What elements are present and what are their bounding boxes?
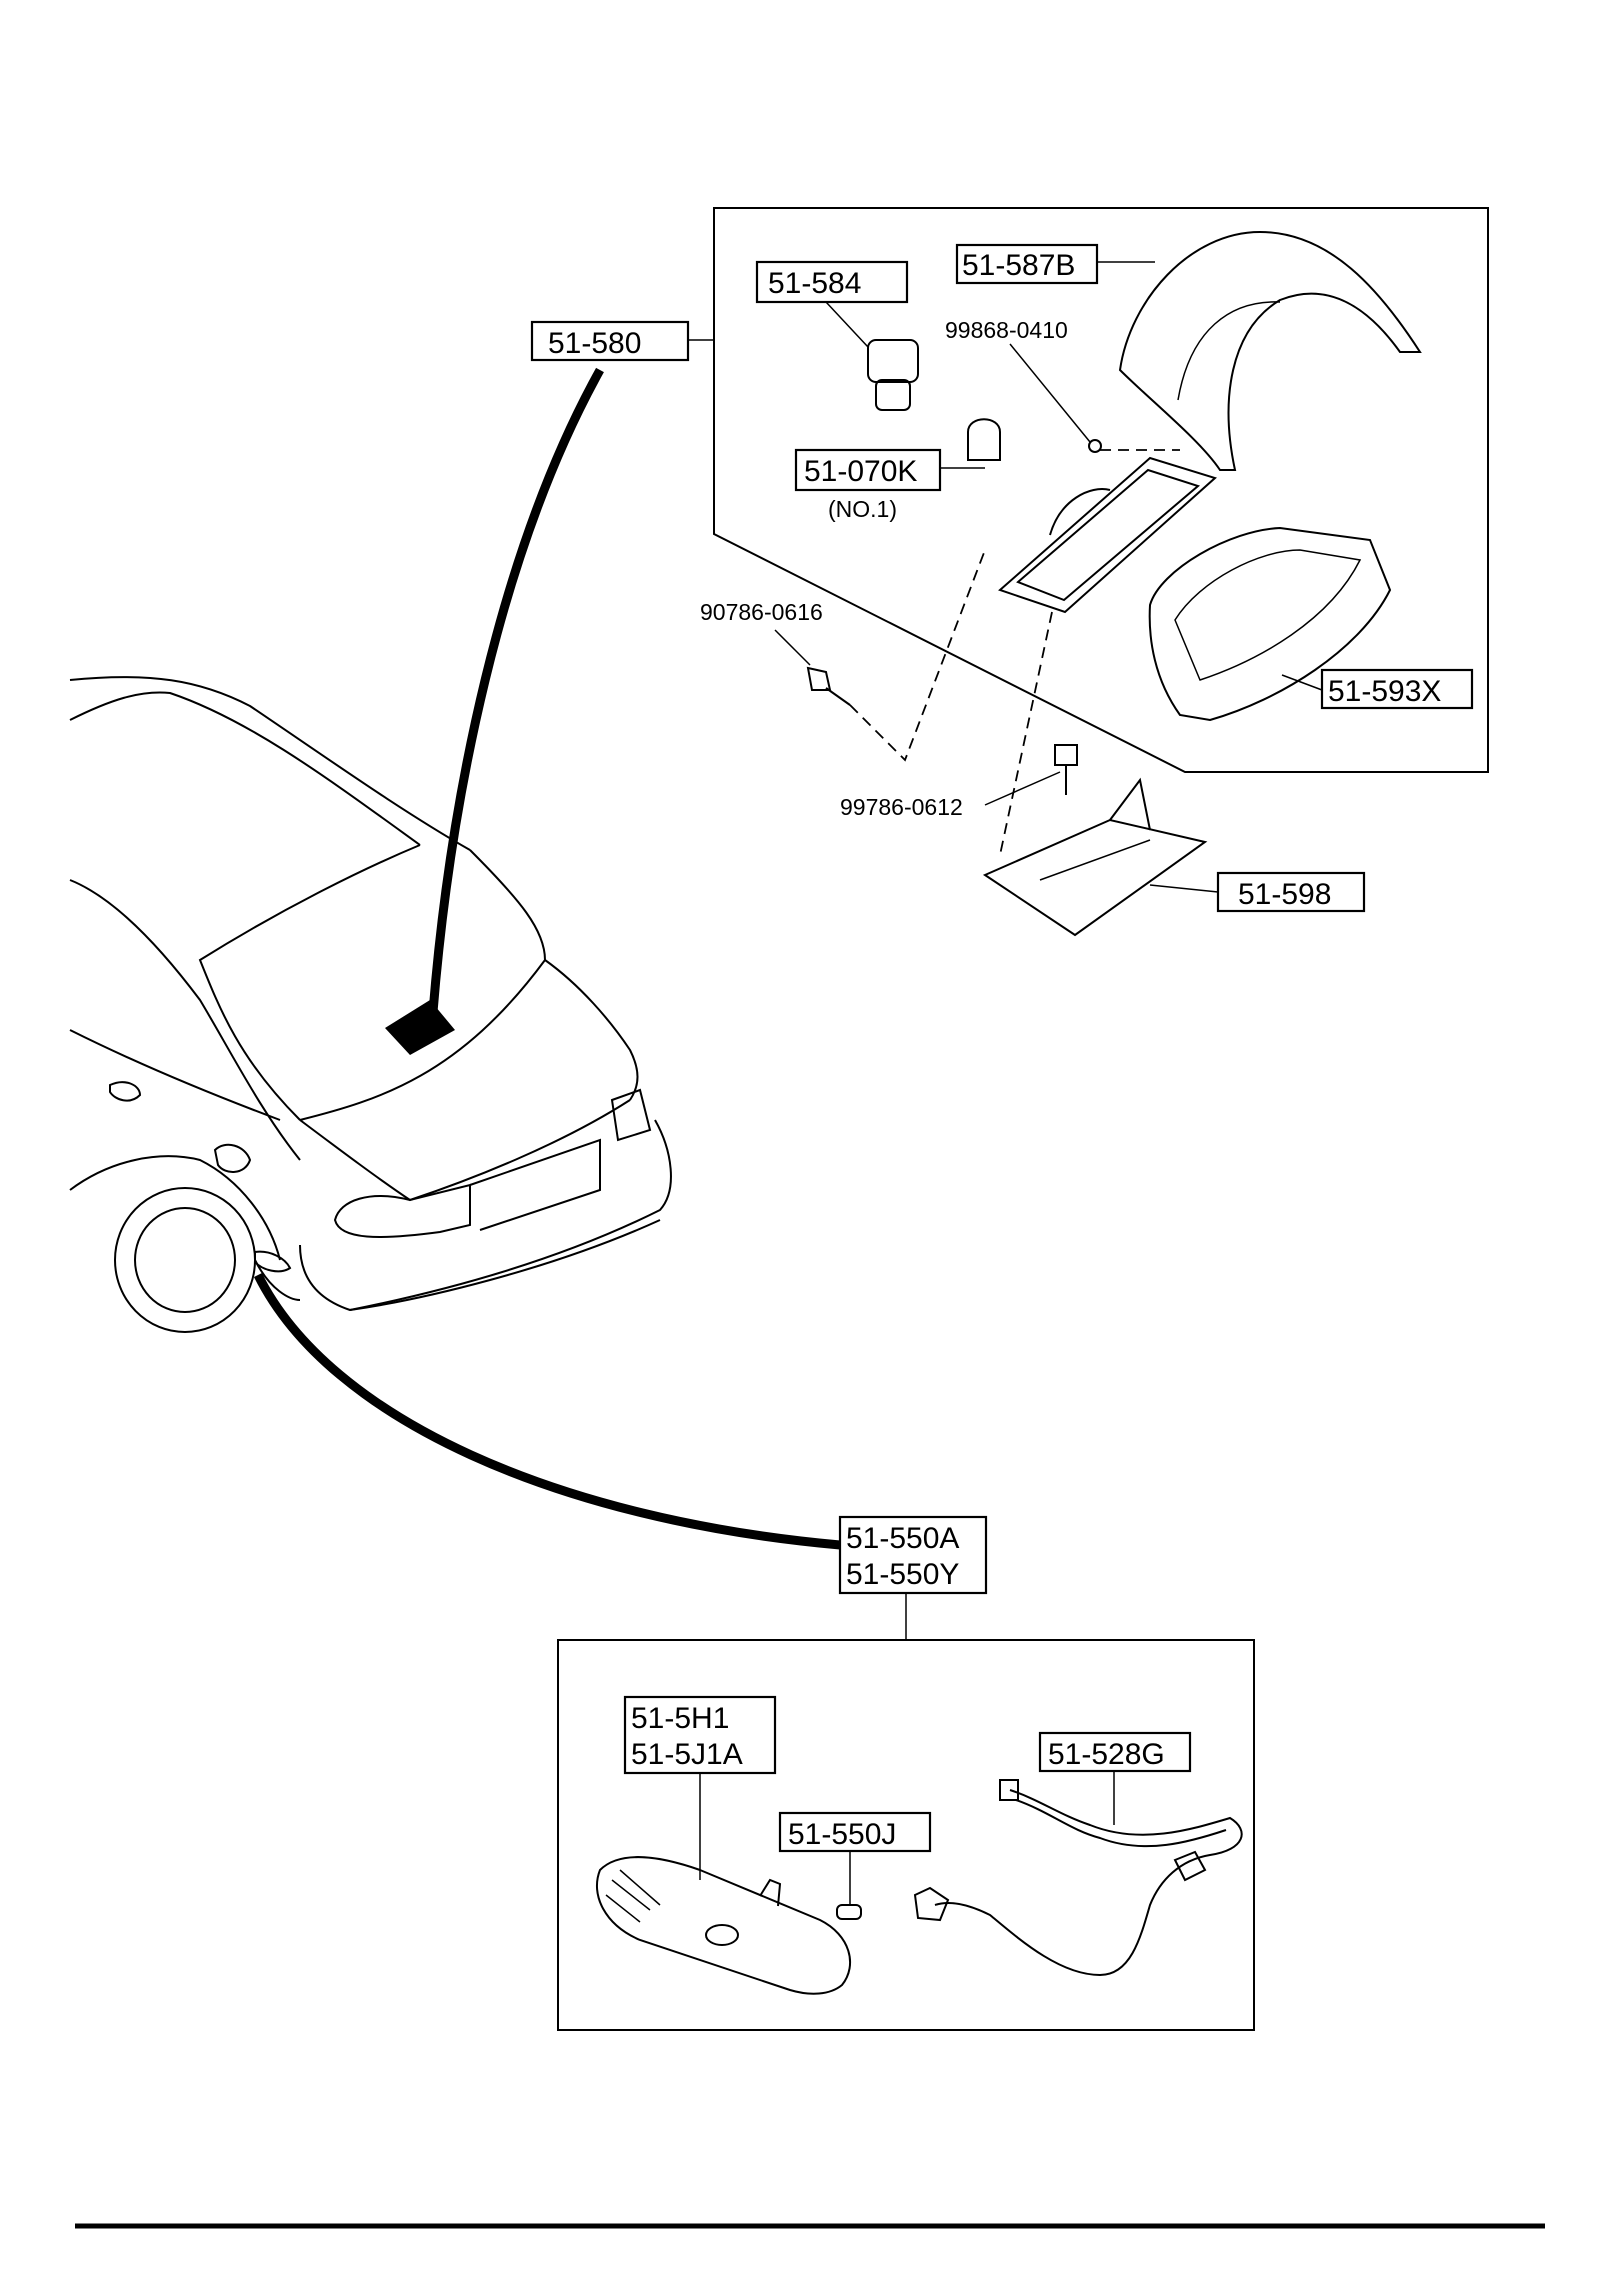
socket-part-icon: 51-584 [755, 260, 919, 411]
bulb-part-icon: 51-070K (NO.1) [794, 418, 1001, 522]
leader-to-51-580 [428, 367, 604, 1013]
svg-text:51-5J1A: 51-5J1A [631, 1738, 743, 1771]
svg-text:99868-0410: 99868-0410 [945, 317, 1068, 343]
svg-text:51-580: 51-580 [548, 327, 641, 360]
screw-99786-icon: 99786-0612 [840, 611, 1078, 856]
lamp-unit-icon [998, 456, 1217, 614]
svg-text:51-587B: 51-587B [962, 249, 1075, 282]
lower-assembly-frame [557, 1639, 1255, 2031]
lens-part-icon: 51-593X [1148, 526, 1474, 722]
svg-text:(NO.1): (NO.1) [828, 496, 897, 522]
side-marker-bulb-icon: 51-550J [778, 1811, 932, 1920]
svg-text:51-528G: 51-528G [1048, 1738, 1165, 1771]
svg-text:51-598: 51-598 [1238, 878, 1331, 911]
svg-text:99786-0612: 99786-0612 [840, 794, 963, 820]
high-mount-stop-lamp-location [385, 1000, 455, 1055]
svg-text:51-550A: 51-550A [846, 1522, 959, 1555]
car-body-illustration [69, 676, 672, 1333]
svg-text:51-550J: 51-550J [788, 1818, 896, 1851]
svg-text:51-070K: 51-070K [804, 455, 917, 488]
label-51-550A-550Y: 51-550A 51-550Y [838, 1515, 988, 1595]
screw-99868-icon: 99868-0410 [945, 317, 1180, 453]
label-51-580: 51-580 [530, 320, 690, 362]
cover-part-icon: 51-587B [955, 230, 1422, 471]
leader-to-51-550A [253, 1272, 841, 1550]
svg-text:51-584: 51-584 [768, 267, 861, 300]
side-marker-lens-icon: 51-5H1 51-5J1A [595, 1695, 851, 1995]
svg-text:51-5H1: 51-5H1 [631, 1702, 729, 1735]
screw-90786-icon: 90786-0616 [700, 549, 986, 762]
svg-text:90786-0616: 90786-0616 [700, 599, 823, 625]
svg-text:51-550Y: 51-550Y [846, 1558, 959, 1591]
upper-assembly-frame [713, 207, 1489, 773]
svg-text:51-593X: 51-593X [1328, 675, 1441, 708]
bracket-part-icon: 51-598 [982, 777, 1366, 937]
wire-harness-icon: 51-528G [913, 1731, 1243, 1977]
